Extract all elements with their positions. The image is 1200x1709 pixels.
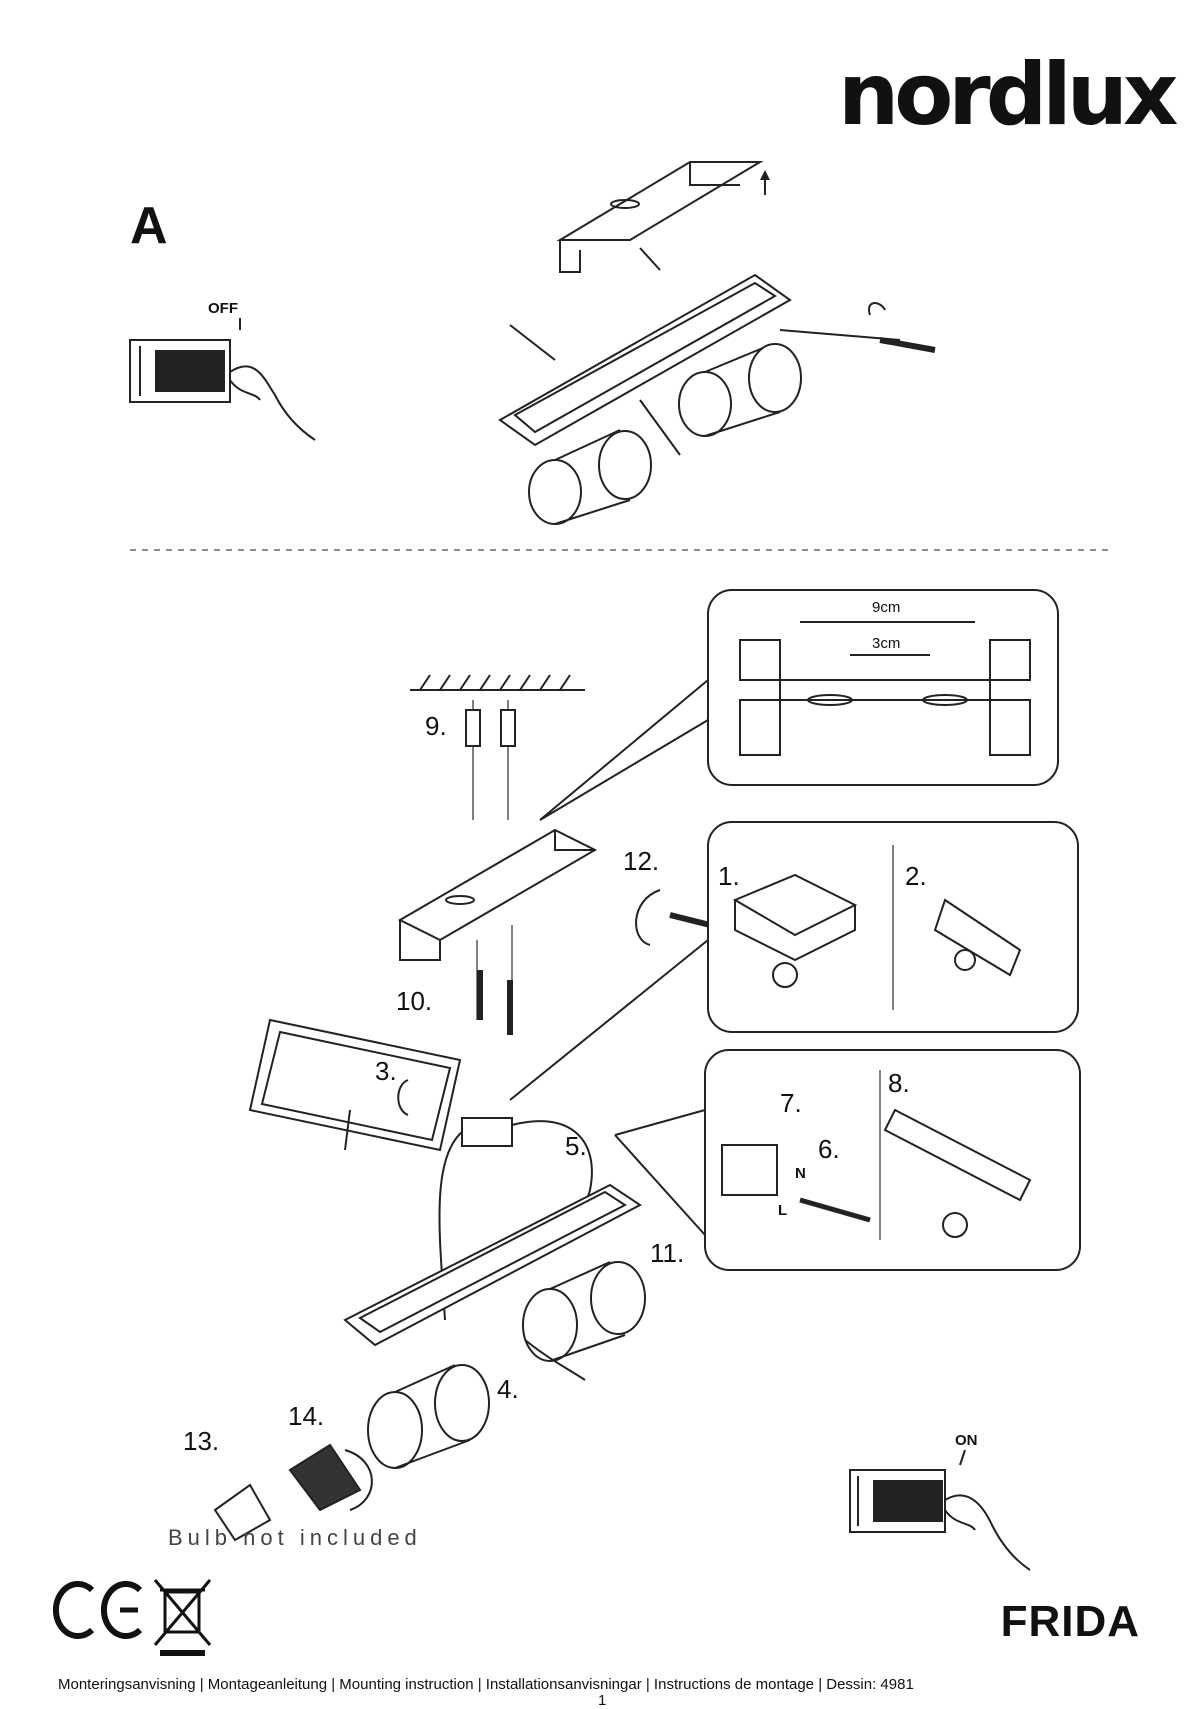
step-7-label: 7. xyxy=(780,1088,802,1118)
switch-off-diagram: OFF xyxy=(129,300,316,441)
switch-on-label: ON xyxy=(955,1432,978,1449)
dimension-3cm: 3cm xyxy=(872,635,900,652)
dimension-callout: 9cm 3cm xyxy=(539,589,1059,821)
switch-on-diagram: ON xyxy=(849,1432,1031,1571)
wire-live-label: L xyxy=(778,1202,787,1219)
fixture-base-top xyxy=(498,247,936,525)
step-6-label: 6. xyxy=(818,1134,840,1164)
step-9-label: 9. xyxy=(425,711,447,741)
cover-plate xyxy=(248,1018,462,1152)
step-11-label: 11. xyxy=(650,1238,684,1268)
bulb-note: Bulb not included xyxy=(168,1525,422,1550)
weee-bin-icon xyxy=(153,1579,212,1656)
terminal-callout-6-8 xyxy=(614,1049,1081,1271)
section-a-label: A xyxy=(130,197,168,255)
bulb-diagram xyxy=(213,1443,373,1542)
step-14-label: 14. xyxy=(288,1401,324,1431)
wire-neutral-label: N xyxy=(795,1165,806,1182)
ceiling-hatching xyxy=(410,674,585,820)
step-13-label: 13. xyxy=(183,1426,219,1456)
step-1-label: 1. xyxy=(718,861,740,891)
page-number: 1 xyxy=(598,1692,607,1709)
step-5-label: 5. xyxy=(565,1131,587,1161)
step-3-label: 3. xyxy=(375,1056,397,1086)
step-10-label: 10. xyxy=(396,986,432,1016)
step-8-label: 8. xyxy=(888,1068,910,1098)
terminal-callout-1-2 xyxy=(509,821,1079,1101)
fixture-base-bottom xyxy=(343,1183,646,1469)
footer-instructions: Monteringsanvisning | Montageanleitung |… xyxy=(58,1676,914,1693)
mounting-bracket xyxy=(556,161,770,273)
product-name: FRIDA xyxy=(1000,1597,1140,1646)
dimension-9cm: 9cm xyxy=(872,599,900,616)
step-4-label: 4. xyxy=(497,1374,519,1404)
switch-off-label: OFF xyxy=(208,300,238,317)
step-2-label: 2. xyxy=(905,861,927,891)
step-12-label: 12. xyxy=(623,846,659,876)
bracket-assembly xyxy=(397,828,711,1035)
ce-mark-icon xyxy=(52,1581,143,1639)
brand-logo: nordlux xyxy=(838,45,1178,145)
